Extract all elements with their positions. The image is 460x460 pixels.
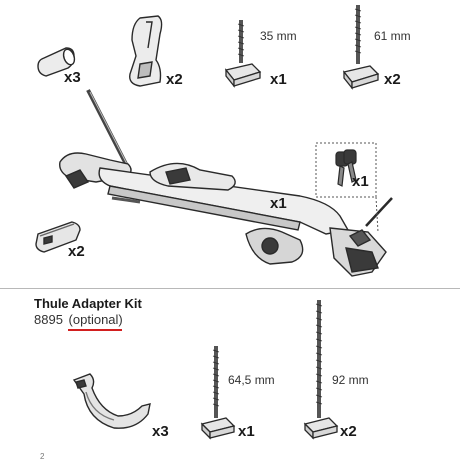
bolt-92-dimension: 92 mm (332, 373, 369, 387)
strap-pad-quantity: x2 (68, 243, 85, 260)
main-carrier-icon (59, 89, 393, 277)
bolt-61mm-icon (342, 5, 380, 90)
sleeve-quantity: x3 (64, 69, 81, 86)
clamp-holder-part-icon (129, 15, 163, 87)
adapter-kit-number-line: 8895 (optional) (34, 312, 123, 327)
optional-underline (68, 329, 122, 331)
bolt-61-dimension: 61 mm (374, 29, 411, 43)
bolt-35mm-icon (224, 20, 262, 88)
page-number: 2 (40, 452, 45, 460)
bolt-61-quantity: x2 (384, 71, 401, 88)
bolt-35-dimension: 35 mm (260, 29, 297, 43)
bolt-92mm-icon (303, 300, 339, 440)
adapter-kit-number: 8895 (34, 312, 63, 327)
main-carrier-quantity: x1 (270, 195, 287, 212)
key-icon (335, 149, 357, 187)
key-box-icon (315, 142, 379, 233)
bolt-64-5-quantity: x1 (238, 423, 255, 440)
bolt-64-5-dimension: 64,5 mm (228, 373, 275, 387)
bolt-92-quantity: x2 (340, 423, 357, 440)
key-quantity: x1 (352, 173, 369, 190)
adapter-kit-optional: (optional) (68, 312, 123, 327)
clamp-holder-quantity: x2 (166, 71, 183, 88)
bolt-35-quantity: x1 (270, 71, 287, 88)
adapter-kit-title: Thule Adapter Kit (34, 296, 142, 311)
sleeve-part-icon (37, 47, 76, 77)
bolt-64-5mm-icon (200, 346, 236, 440)
strap-pad-icon (35, 221, 81, 253)
adapter-clamp-icon (72, 373, 151, 429)
section-separator (0, 288, 460, 289)
adapter-clamp-quantity: x3 (152, 423, 169, 440)
